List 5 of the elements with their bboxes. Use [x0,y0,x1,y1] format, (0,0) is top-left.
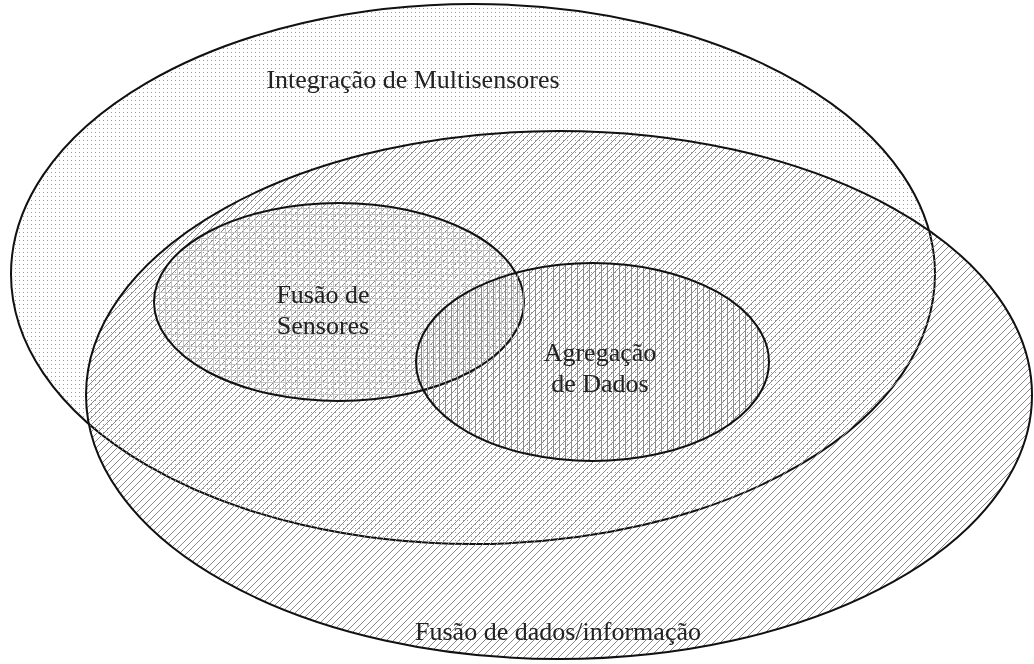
region-label: Integração de Multisensores [266,64,560,96]
region-label: Fusão de dados/informação [415,616,701,648]
region-label: Fusão de Sensores [275,278,371,342]
ellipse-region [415,262,770,462]
region-label: Agregação de Dados [542,336,658,400]
